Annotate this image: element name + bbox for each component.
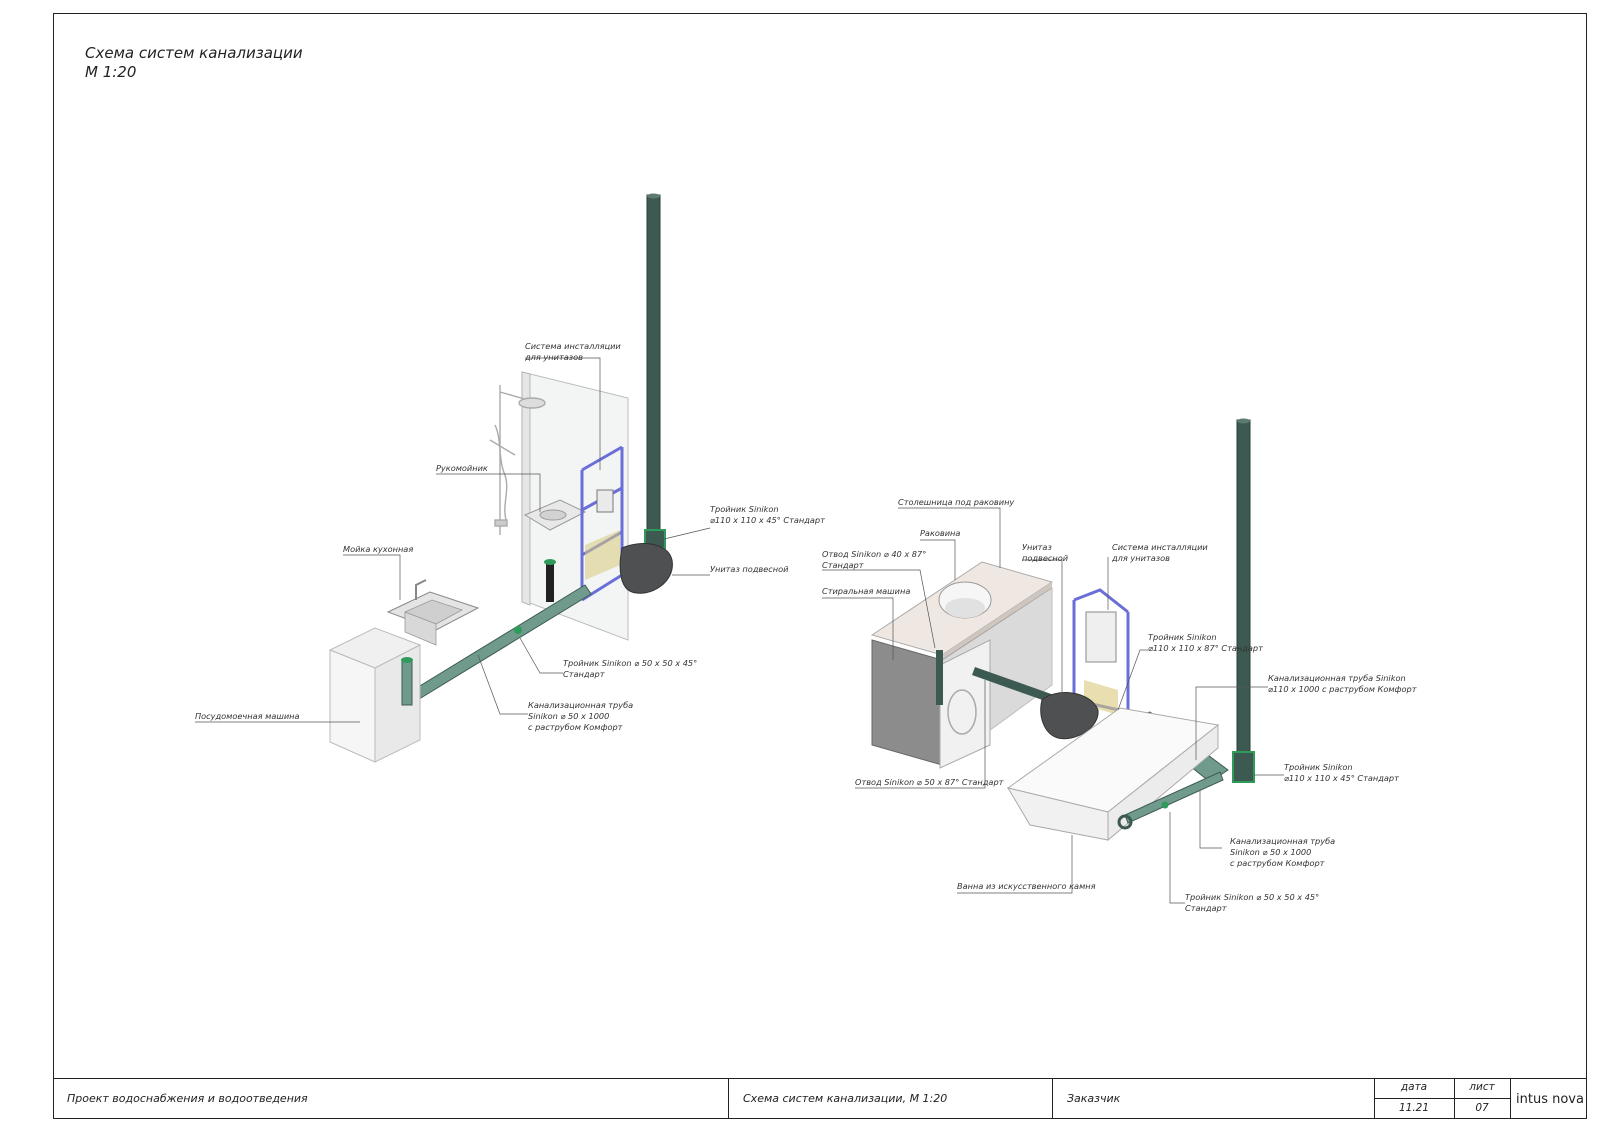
stamp-project: Проект водоснабжения и водоотведения: [53, 1078, 728, 1119]
label-pipe-50-right: Канализационная труба Sinikon ⌀ 50 x 100…: [1230, 836, 1336, 868]
stamp-sheet-title-text: Схема систем канализации, М 1:20: [743, 1092, 948, 1105]
label-stone-bath: Ванна из искусственного камня: [957, 881, 1096, 891]
right-tee-50-fitting: [1161, 801, 1169, 809]
right-assembly: [870, 418, 1255, 842]
drawing-scale: М 1:20: [85, 63, 137, 81]
right-tee-110-fitting: [1232, 751, 1255, 783]
drawing-title: Схема систем канализации: [85, 44, 303, 62]
stamp-date-label: дата: [1400, 1081, 1428, 1093]
drawing-title-block: Схема систем канализации М 1:20: [85, 44, 303, 82]
sink-drain-stub: [546, 562, 554, 602]
label-bend-50: Отвод Sinikon ⌀ 50 x 87° Стандарт: [855, 777, 1004, 787]
flush-plate-icon: [596, 489, 614, 513]
stamp-date-value: 11.21: [1398, 1102, 1430, 1114]
label-pipe-50-left: Канализационная труба Sinikon ⌀ 50 x 100…: [528, 700, 634, 732]
right-riser-pipe: [1236, 419, 1251, 783]
tee-50-fitting: [514, 626, 522, 634]
right-leader-lines: [822, 507, 1284, 904]
label-pipe-110-right: Канализационная труба Sinikon ⌀110 x 100…: [1268, 673, 1417, 694]
wall-toilet: [619, 543, 673, 594]
installation-bracket: [585, 530, 620, 580]
cabinet-front: [871, 639, 943, 766]
label-installation-system-left: Система инсталляции для унитазов: [525, 341, 621, 362]
right-wall-toilet: [1040, 692, 1099, 740]
left-riser-pipe: [646, 194, 661, 536]
stamp-sheet-title: Схема систем канализации, М 1:20: [728, 1078, 1052, 1119]
drawing-sheet-frame: [53, 13, 1587, 1119]
label-tee-110-45-right: Тройник Sinikon ⌀110 x 110 x 45° Стандар…: [1284, 762, 1399, 783]
label-tee-50-left: Тройник Sinikon ⌀ 50 x 50 x 45° Стандарт: [563, 658, 698, 679]
title-stamp: Проект водоснабжения и водоотведения Схе…: [53, 1078, 1587, 1119]
stamp-brand-cell: [1510, 1078, 1587, 1119]
label-tee-50-right: Тройник Sinikon ⌀ 50 x 50 x 45° Стандарт: [1185, 892, 1320, 913]
label-wall-toilet-left: Унитаз подвесной: [710, 564, 789, 574]
label-washing-machine: Стиральная машина: [822, 586, 911, 596]
label-kitchen-sink: Мойка кухонная: [343, 544, 414, 554]
shower-wall-post: [521, 371, 531, 606]
label-hand-basin: Рукомойник: [436, 463, 488, 473]
brand-logo: intus nova: [1516, 1092, 1584, 1107]
shower-set: [489, 385, 546, 535]
label-wall-toilet-right: Унитаз подвесной: [1022, 542, 1069, 563]
label-bend-40: Отвод Sinikon ⌀ 40 x 87° Стандарт: [822, 549, 927, 570]
label-installation-system-right: Система инсталляции для унитазов: [1112, 542, 1208, 563]
stamp-project-text: Проект водоснабжения и водоотведения: [67, 1092, 308, 1105]
right-drain-pipe-50: [1124, 771, 1224, 824]
left-leader-lines: [195, 357, 711, 723]
right-drain-pipe-40: [972, 667, 1068, 708]
stamp-sheet-value: 07: [1475, 1102, 1489, 1114]
stamp-customer: Заказчик: [1052, 1078, 1374, 1119]
label-basin: Раковина: [920, 528, 961, 538]
label-tee-110-left: Тройник Sinikon ⌀110 x 110 x 45° Стандар…: [710, 504, 825, 525]
label-countertop: Столешница под раковину: [898, 497, 1015, 507]
stamp-customer-text: Заказчик: [1067, 1092, 1121, 1105]
label-tee-110-87: Тройник Sinikon ⌀110 x 110 x 87° Стандар…: [1148, 632, 1263, 653]
label-dishwasher: Посудомоечная машина: [195, 711, 300, 721]
left-assembly: [328, 193, 673, 763]
stamp-sheet-label: лист: [1469, 1081, 1495, 1093]
